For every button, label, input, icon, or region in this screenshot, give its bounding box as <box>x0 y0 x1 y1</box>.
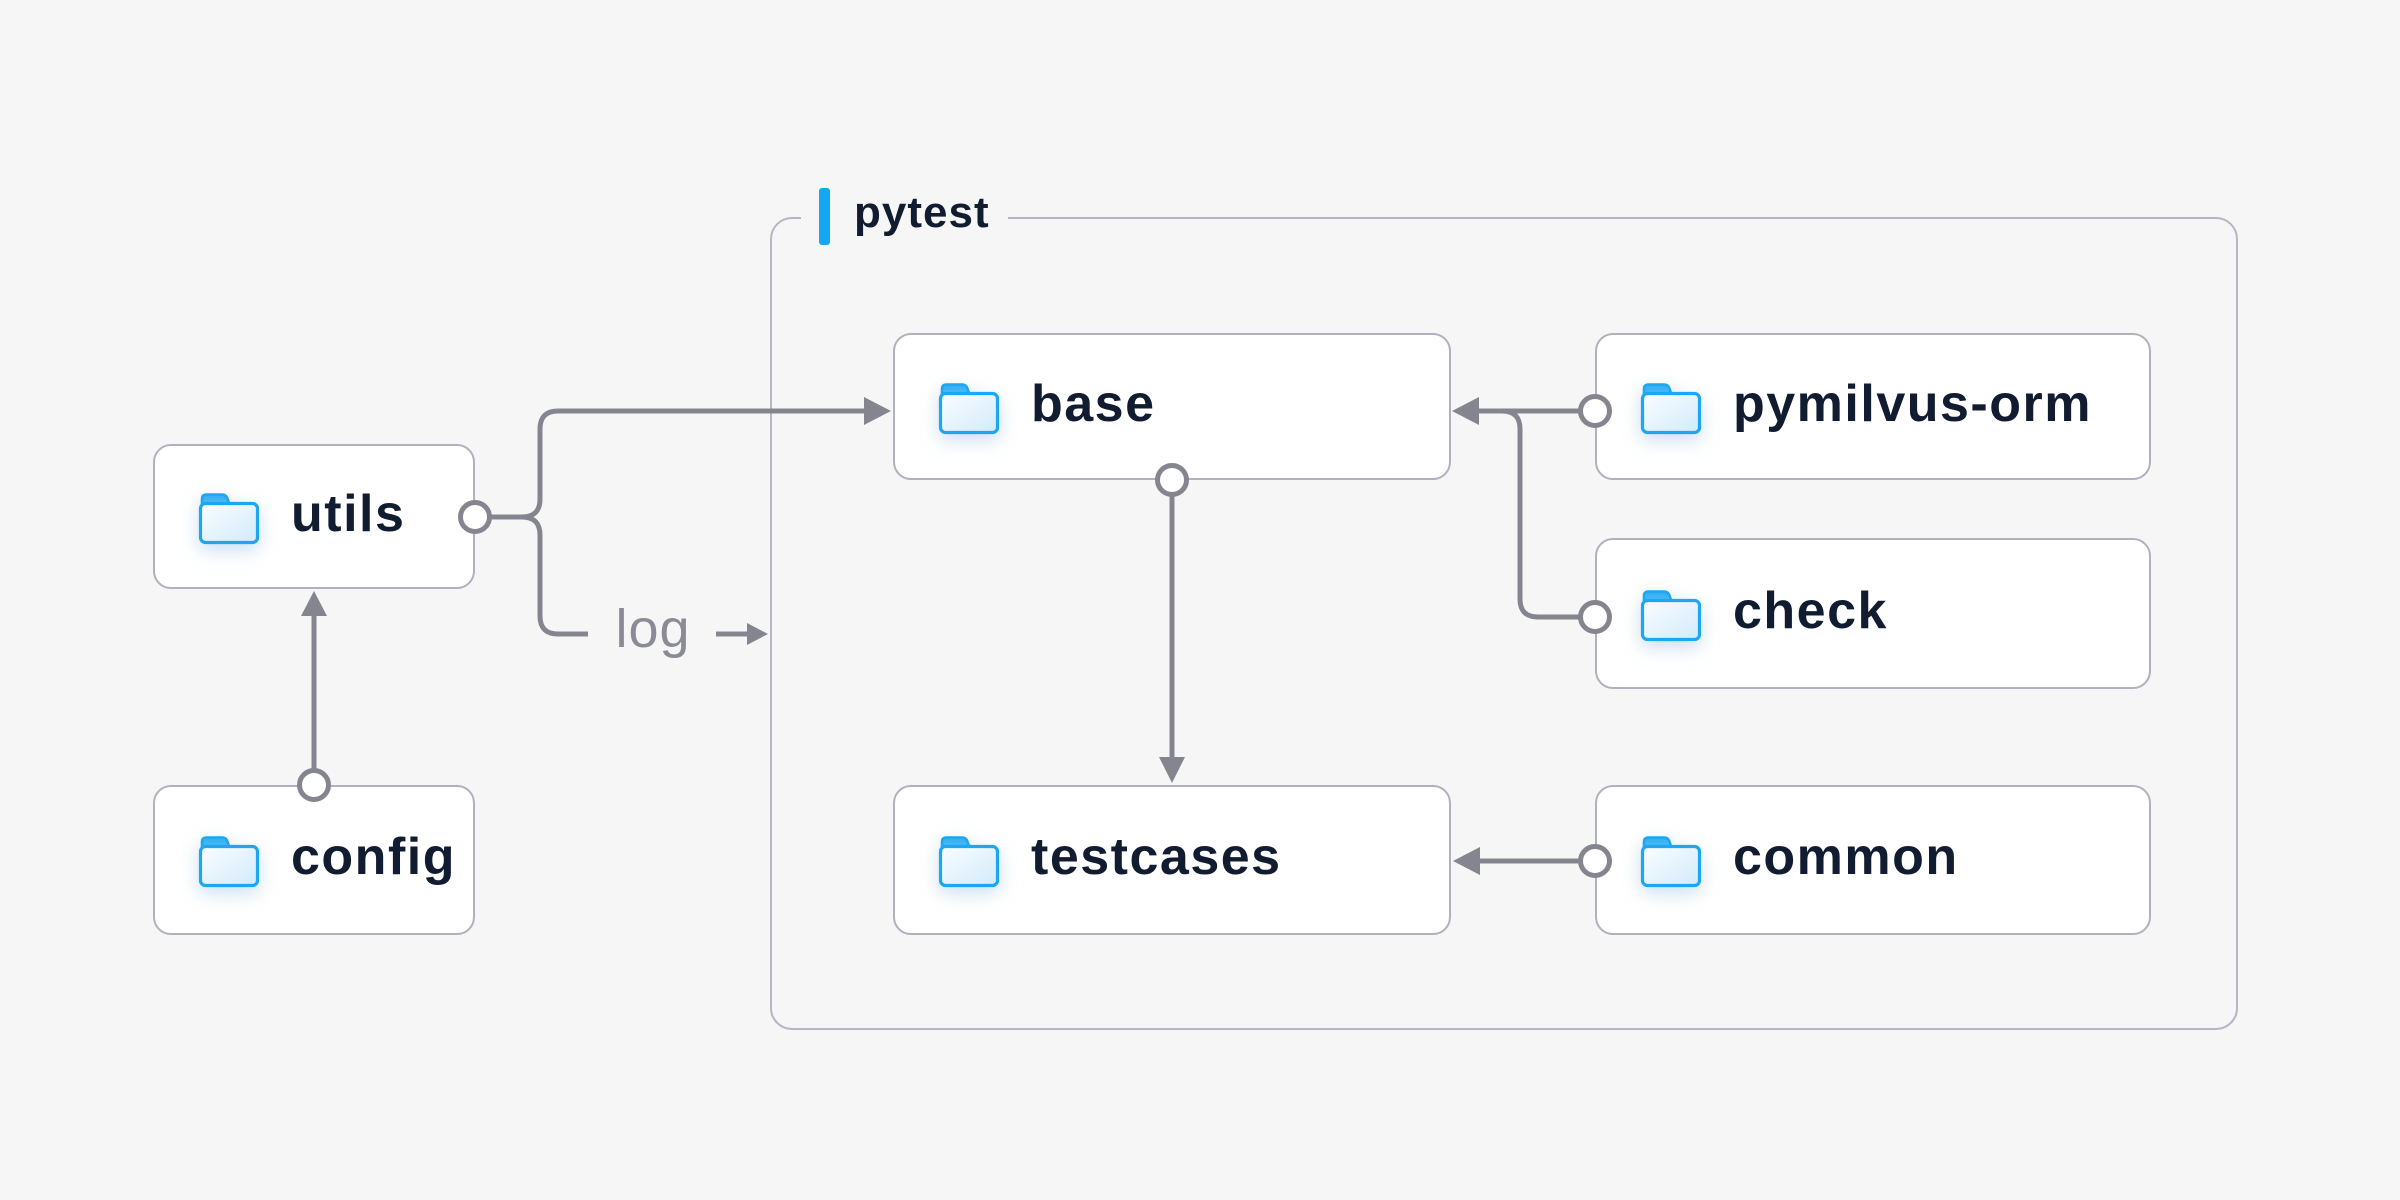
folder-icon <box>1640 589 1702 641</box>
pytest-group-container <box>770 217 2238 1030</box>
arrowhead-into-utils <box>301 591 327 616</box>
node-config: config <box>153 785 475 935</box>
pytest-group-label: pytest <box>801 185 1008 247</box>
folder-icon <box>1640 382 1702 434</box>
node-label: pymilvus-orm <box>1733 374 2092 433</box>
folder-icon <box>1640 836 1702 888</box>
node-label: base <box>1031 374 1156 433</box>
node-base: base <box>893 333 1451 480</box>
node-utils: utils <box>153 444 475 589</box>
folder-icon <box>938 382 1000 434</box>
edge-label-log: log <box>615 599 691 659</box>
node-label: config <box>291 828 456 886</box>
folder-icon <box>198 492 260 544</box>
node-pymilvus-orm: pymilvus-orm <box>1595 333 2151 480</box>
node-check: check <box>1595 538 2151 689</box>
node-label: common <box>1733 828 1959 886</box>
node-common: common <box>1595 785 2151 935</box>
pytest-group-title: pytest <box>854 188 990 237</box>
folder-icon <box>938 836 1000 888</box>
folder-icon <box>198 836 260 888</box>
edge-utils-log <box>521 514 588 637</box>
node-label: testcases <box>1031 828 1282 886</box>
node-testcases: testcases <box>893 785 1451 935</box>
accent-bar <box>819 187 830 245</box>
node-label: check <box>1733 581 1888 640</box>
arrowhead-log <box>747 623 768 645</box>
node-label: utils <box>291 484 406 543</box>
